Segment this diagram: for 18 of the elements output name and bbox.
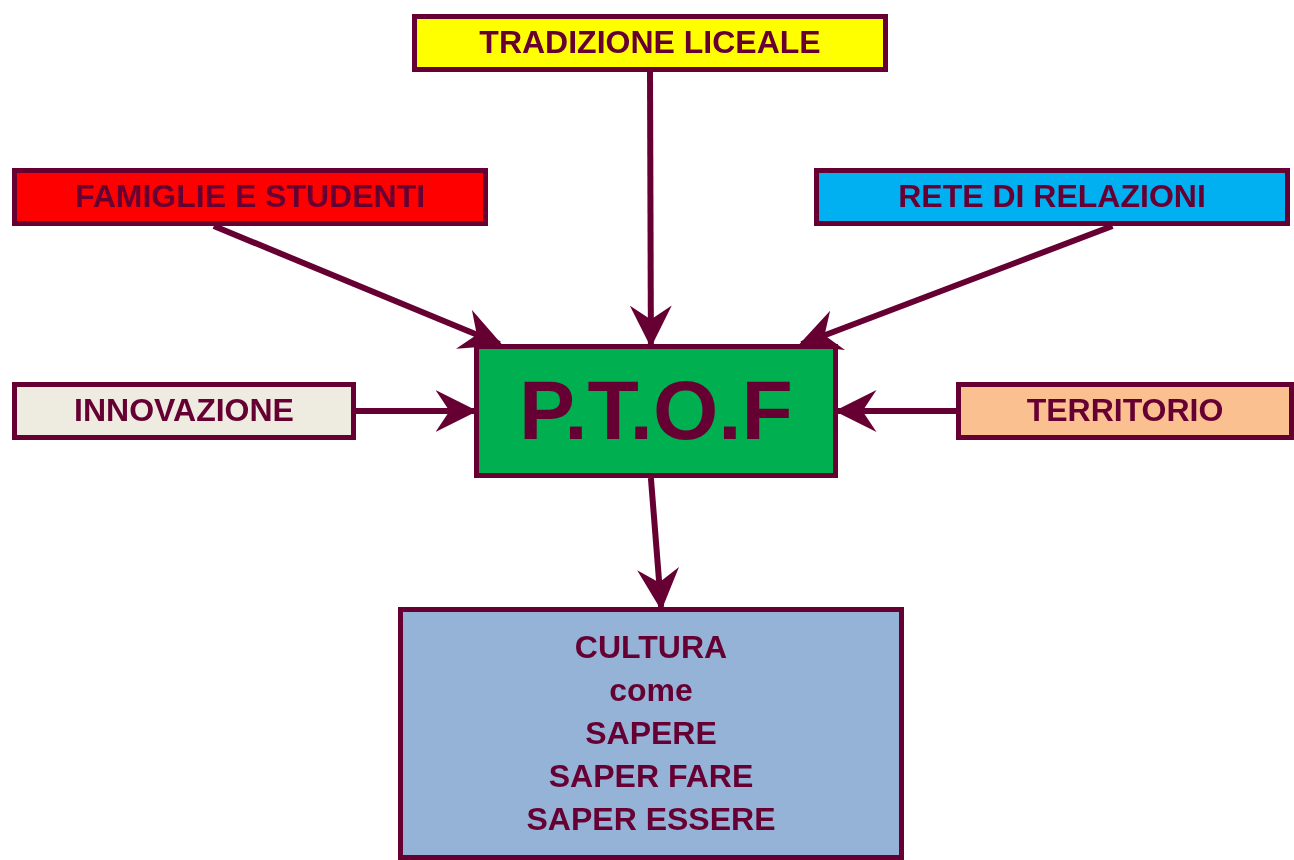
topic-box xyxy=(956,382,1294,440)
box-label: TRADIZIONE LICEALE xyxy=(479,23,821,63)
box-label: SAPERE xyxy=(585,713,717,753)
topic-box xyxy=(398,607,904,860)
box-label: CULTURA xyxy=(574,627,728,667)
topic-box xyxy=(412,14,888,72)
box-label: P.T.O.F xyxy=(519,362,793,460)
box-label: INNOVAZIONE xyxy=(74,391,294,431)
topic-box xyxy=(814,168,1290,226)
box-label: RETE DI RELAZIONI xyxy=(898,177,1206,217)
central-box xyxy=(474,344,838,478)
box-label: SAPER ESSERE xyxy=(526,800,776,840)
topic-box xyxy=(12,168,488,226)
box-label: SAPER FARE xyxy=(548,757,754,797)
topic-box xyxy=(12,382,356,440)
box-label: TERRITORIO xyxy=(1026,391,1224,431)
box-label: come xyxy=(609,670,693,710)
box-label: FAMIGLIE E STUDENTI xyxy=(74,177,426,217)
